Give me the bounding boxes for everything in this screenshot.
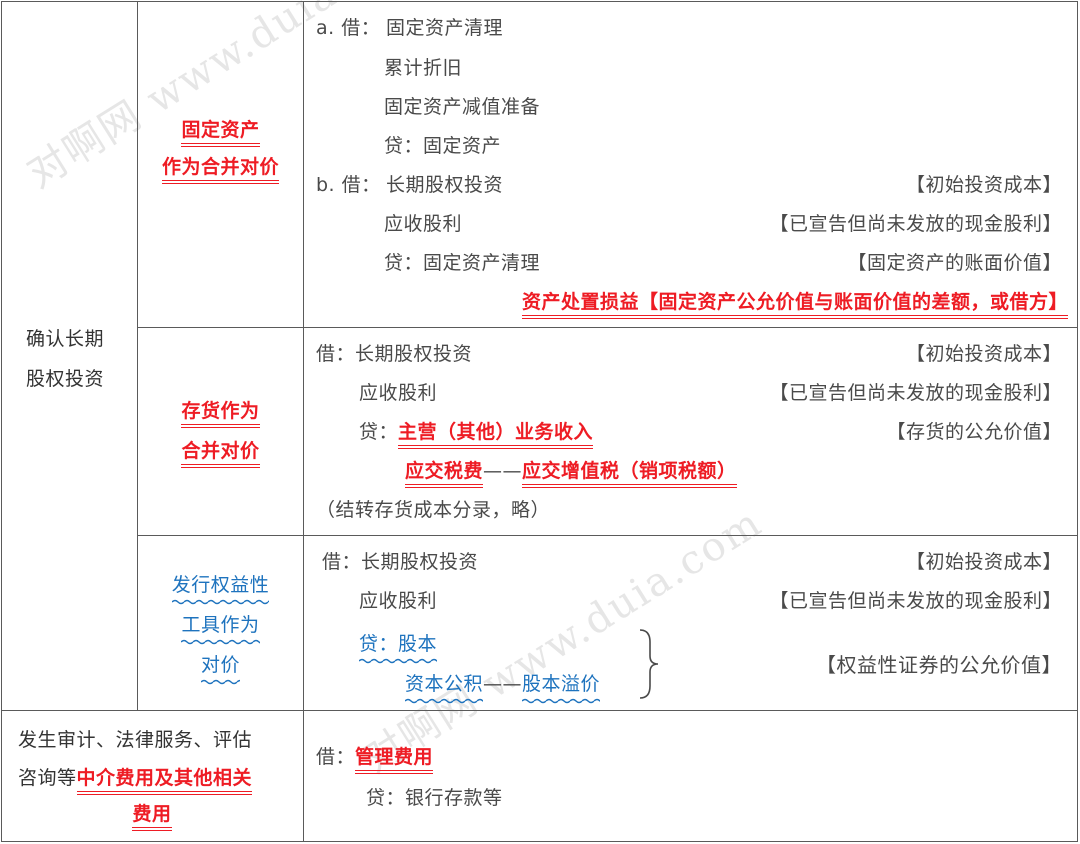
entry-line: 固定资产清理 <box>386 17 504 39</box>
fees-label: 咨询等中介费用及其他相关 <box>18 766 253 795</box>
entry-line: 固定资产减值准备 <box>384 96 541 118</box>
inventory-title: 存货作为 <box>138 399 303 428</box>
entry-line: 借：长期股权投资 <box>322 551 479 573</box>
entry-note: 【存货的公允价值】 <box>886 421 1062 443</box>
table-border-top <box>1 1 1078 2</box>
share-capital-credit: 贷：股本 <box>359 633 438 664</box>
table-border-right <box>1077 1 1078 841</box>
entry-line: 累计折旧 <box>384 57 463 79</box>
management-expense: 管理费用 <box>355 746 434 774</box>
entry-note: 【已宣告但尚未发放的现金股利】 <box>769 382 1062 404</box>
section-label: 确认长期 <box>26 328 105 350</box>
inventory-title: 合并对价 <box>138 439 303 468</box>
table-border-left <box>1 1 2 841</box>
credit-revenue: 主营（其他）业务收入 <box>398 421 594 449</box>
table-border-bottom <box>1 841 1078 842</box>
entry-line: 应收股利 <box>359 590 438 612</box>
entry-line: 应收股利 <box>359 382 438 404</box>
fees-label: 发生审计、法律服务、评估 <box>18 729 253 751</box>
row-divider <box>137 535 1078 536</box>
entry-line: 贷：主营（其他）业务收入 <box>359 420 594 449</box>
capital-reserve-line: 资本公积——股本溢价 <box>405 673 601 704</box>
fixed-assets-title: 作为合并对价 <box>138 155 303 184</box>
entry-line: 长期股权投资 <box>386 174 504 196</box>
entry-line: 借：管理费用 <box>316 745 434 774</box>
entry-note: 【初始投资成本】 <box>905 174 1062 196</box>
vat-line: 应交税费——应交增值税（销项税额） <box>405 459 737 488</box>
right-brace <box>639 629 659 699</box>
entry-prefix: b. 借： <box>316 174 381 196</box>
section-label: 股权投资 <box>26 368 105 390</box>
equity-title: 工具作为 <box>181 614 260 645</box>
remark: （结转存货成本分录，略） <box>316 499 551 521</box>
fixed-assets-title: 固定资产 <box>138 118 303 147</box>
entry-prefix: a. 借： <box>316 17 381 39</box>
column-divider <box>137 1 138 710</box>
entry-note: 【已宣告但尚未发放的现金股利】 <box>769 213 1062 235</box>
column-divider <box>303 1 304 841</box>
entry-line: 贷：固定资产 <box>384 135 502 157</box>
entry-line: 应收股利 <box>384 213 463 235</box>
entry-note: 【初始投资成本】 <box>905 551 1062 573</box>
entry-line: 贷：银行存款等 <box>366 787 503 809</box>
entry-line: 贷：固定资产清理 <box>384 252 541 274</box>
equity-title: 对价 <box>200 654 241 685</box>
brace-note: 【权益性证券的公允价值】 <box>816 653 1062 677</box>
entry-line: 借：长期股权投资 <box>316 343 473 365</box>
credit-prefix: 贷： <box>359 421 399 443</box>
disposal-gain-line: 资产处置损益【固定资产公允价值与账面价值的差额，或借方】 <box>521 290 1068 319</box>
right-brace <box>639 629 659 699</box>
row-divider <box>1 710 1078 711</box>
fees-label: 费用 <box>1 802 303 831</box>
row-divider <box>137 327 1078 328</box>
equity-title: 发行权益性 <box>171 574 270 605</box>
entry-note: 【固定资产的账面价值】 <box>847 252 1062 274</box>
entry-note: 【已宣告但尚未发放的现金股利】 <box>769 590 1062 612</box>
entry-note: 【初始投资成本】 <box>905 343 1062 365</box>
